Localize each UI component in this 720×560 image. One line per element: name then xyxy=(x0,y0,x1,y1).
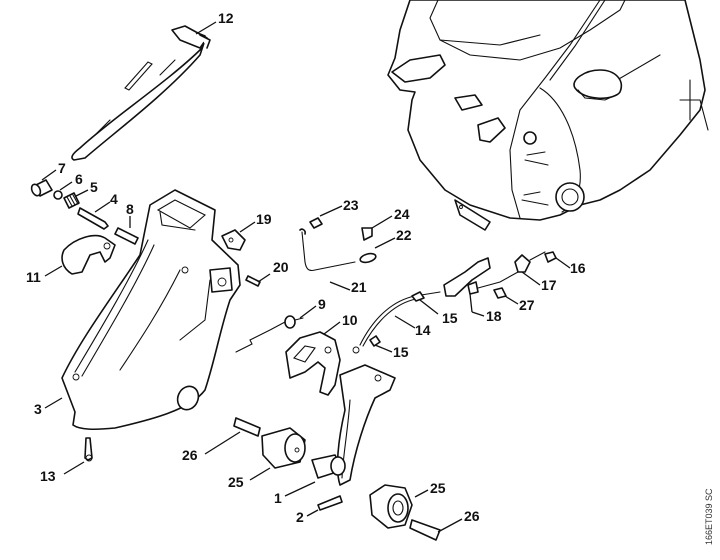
part-10-lever xyxy=(285,331,341,396)
callout-1: 1 xyxy=(274,490,282,506)
part-4-pin xyxy=(77,207,109,230)
callout-17: 17 xyxy=(541,277,557,293)
part-12-handle-bar xyxy=(71,25,211,161)
callout-22: 22 xyxy=(396,227,412,243)
callout-14: 14 xyxy=(415,322,431,338)
callout-11: 11 xyxy=(26,269,41,285)
part-9-spring xyxy=(235,315,304,353)
callout-2: 2 xyxy=(296,509,304,525)
callout-12: 12 xyxy=(218,10,234,26)
callout-3: 3 xyxy=(34,401,42,417)
callout-16: 16 xyxy=(570,260,586,276)
part-25-buffer-upper xyxy=(261,427,306,469)
callout-18: 18 xyxy=(486,308,502,324)
part-18-bracket xyxy=(443,257,519,297)
callout-26-upper: 26 xyxy=(182,447,198,463)
callout-25-upper: 25 xyxy=(228,474,244,490)
part-26-screw-upper xyxy=(233,417,261,437)
callout-27: 27 xyxy=(519,297,535,313)
part-7-sleeve xyxy=(30,179,53,197)
part-26-screw-lower xyxy=(409,519,441,541)
part-11-cover xyxy=(61,234,116,275)
callout-labels: 12 7 6 5 4 8 19 23 24 22 16 17 27 18 11 … xyxy=(26,10,586,525)
part-16-screw xyxy=(544,251,557,263)
part-14-cable xyxy=(352,291,441,354)
callout-15-upper: 15 xyxy=(442,310,458,326)
part-6-washer xyxy=(53,190,63,200)
callout-20: 20 xyxy=(273,259,289,275)
callout-7: 7 xyxy=(58,160,66,176)
engine-housing xyxy=(387,0,709,231)
part-3-rear-handle xyxy=(61,189,241,431)
reference-code: 166ET039 SC xyxy=(704,488,714,545)
callout-19: 19 xyxy=(256,211,272,227)
part-17-lever xyxy=(514,251,546,273)
callout-13: 13 xyxy=(40,468,56,484)
callout-9: 9 xyxy=(318,296,326,312)
part-13-screw xyxy=(84,437,93,462)
part-25-buffer-lower xyxy=(369,484,413,529)
callout-26-lower: 26 xyxy=(464,508,480,524)
part-19-clip xyxy=(221,229,246,251)
callout-21: 21 xyxy=(351,279,367,295)
part-21-cable xyxy=(299,228,377,272)
callout-15-lower: 15 xyxy=(393,344,409,360)
leader-lines xyxy=(41,21,571,533)
callout-23: 23 xyxy=(343,197,359,213)
callout-8: 8 xyxy=(126,201,134,217)
callout-10: 10 xyxy=(342,312,358,328)
part-2-screw xyxy=(317,495,343,511)
part-1-bracket xyxy=(336,364,396,486)
callout-4: 4 xyxy=(110,191,118,207)
part-20-screw xyxy=(245,275,261,287)
part-5-spring xyxy=(63,192,80,209)
callout-6: 6 xyxy=(75,171,83,187)
part-8-pin xyxy=(114,227,139,245)
callout-24: 24 xyxy=(394,206,410,222)
part-27-screw xyxy=(493,287,507,299)
part-1-bushing xyxy=(311,454,346,479)
callout-5: 5 xyxy=(90,179,98,195)
callout-25-lower: 25 xyxy=(430,480,446,496)
part-23-screw xyxy=(309,217,323,229)
part-24-screw xyxy=(361,227,373,241)
